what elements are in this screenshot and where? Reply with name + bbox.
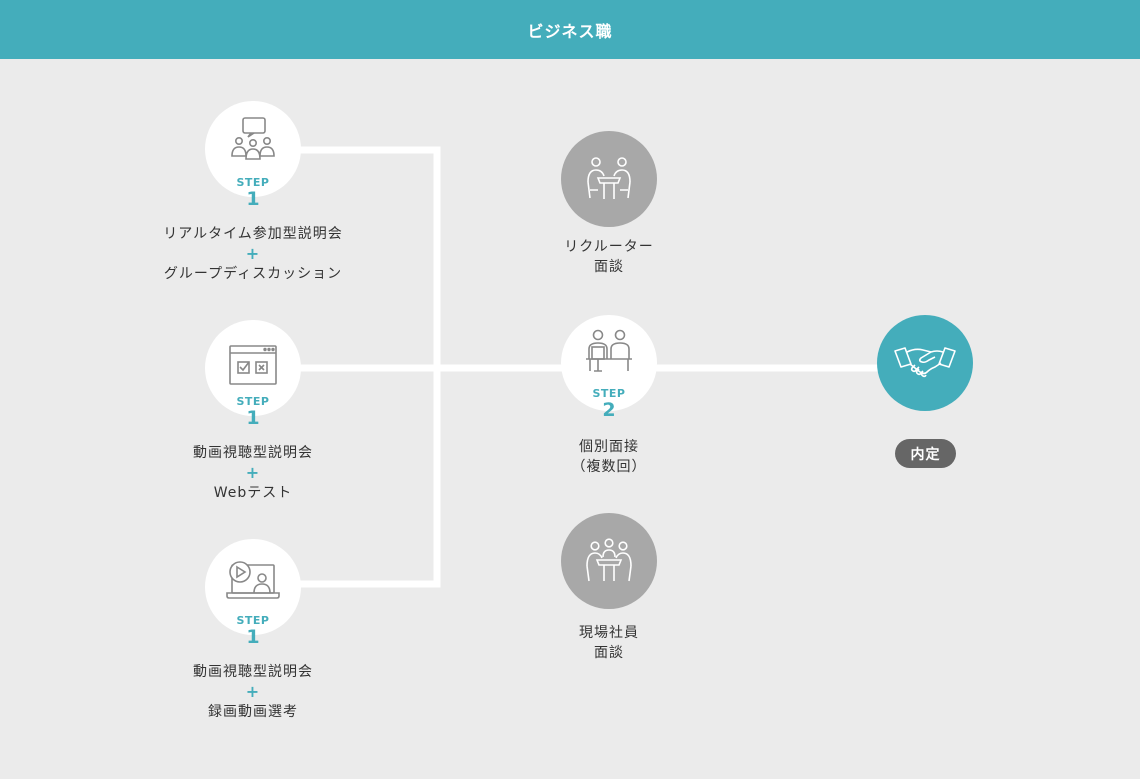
group-table-icon (586, 538, 632, 582)
individual-interview-label: 個別面接 （複数回） (528, 437, 690, 477)
two-people-table-icon (587, 157, 631, 199)
step-number: 1 (246, 407, 260, 429)
offer-badge: 内定 (895, 439, 956, 468)
track-c-node: STEP 1 (205, 539, 301, 647)
recruiter-label: リクルーター 面談 (528, 237, 690, 277)
track-b-node: STEP 1 (205, 320, 301, 428)
individual-line2: （複数回） (571, 459, 647, 475)
step-label: STEP (236, 395, 270, 408)
plus-sign: + (245, 463, 261, 482)
track-c-line1: 動画視聴型説明会 (193, 664, 313, 680)
track-a-label: リアルタイム参加型説明会 + グループディスカッション (133, 224, 373, 284)
step-number: 1 (246, 188, 260, 210)
track-c-step: STEP 1 (205, 615, 301, 647)
offer-node (877, 315, 973, 411)
step-number: 2 (602, 399, 616, 421)
recruiter-node (561, 131, 657, 227)
offer-label: 内定 (910, 446, 941, 463)
track-c-label: 動画視聴型説明会 + 録画動画選考 (133, 662, 373, 722)
step-label: STEP (236, 176, 270, 189)
track-a-line1: リアルタイム参加型説明会 (163, 226, 343, 242)
track-a-node: STEP 1 (205, 101, 301, 209)
step-label: STEP (592, 387, 626, 400)
group-meeting-speech-icon (231, 117, 275, 160)
web-test-checkbox-icon (229, 345, 277, 385)
individual-interview-node: STEP 2 (561, 315, 657, 420)
track-b-line1: 動画視聴型説明会 (193, 445, 313, 461)
staff-node (561, 513, 657, 609)
handshake-icon (894, 347, 956, 378)
track-b-line2: Webテスト (213, 485, 293, 501)
track-c-line2: 録画動画選考 (208, 704, 298, 720)
video-recording-laptop-icon (226, 561, 280, 599)
step-label: STEP (236, 614, 270, 627)
track-a-step: STEP 1 (205, 177, 301, 209)
header-title: ビジネス職 (527, 21, 613, 41)
staff-line2: 面談 (594, 645, 624, 661)
page-header: ビジネス職 (0, 0, 1140, 59)
staff-line1: 現場社員 (579, 625, 639, 641)
individual-step: STEP 2 (561, 388, 657, 420)
recruiter-line1: リクルーター (564, 239, 654, 255)
track-b-step: STEP 1 (205, 396, 301, 428)
track-b-label: 動画視聴型説明会 + Webテスト (133, 443, 373, 503)
step-number: 1 (246, 626, 260, 648)
staff-label: 現場社員 面談 (528, 623, 690, 663)
recruiter-line2: 面談 (594, 259, 624, 275)
individual-line1: 個別面接 (579, 439, 639, 455)
plus-sign: + (245, 682, 261, 701)
track-a-line2: グループディスカッション (163, 266, 343, 282)
interview-desk-icon (586, 329, 632, 372)
plus-sign: + (245, 244, 261, 263)
